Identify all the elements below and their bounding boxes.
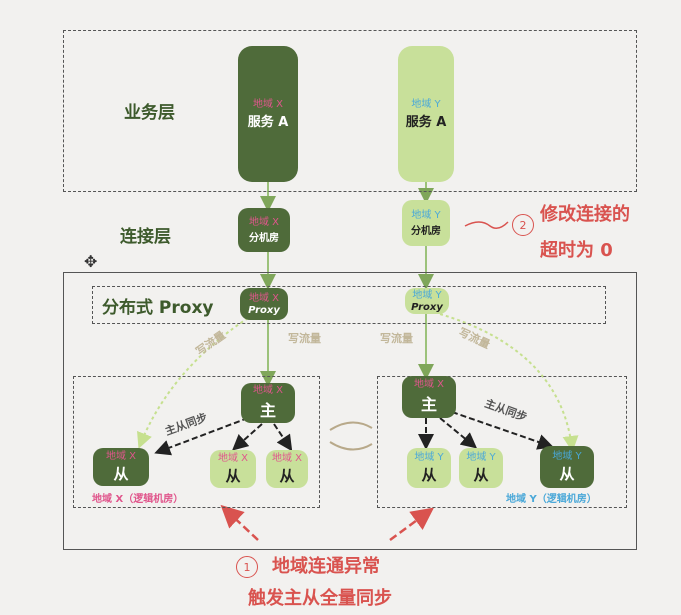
connection-node-x: 地域 X 分机房 xyxy=(238,208,290,252)
annotation2-squiggle xyxy=(464,221,509,229)
slave-label: 从 xyxy=(559,464,575,483)
annotation1-line1: 地域连通异常 xyxy=(272,556,380,577)
service-name: 服务 A xyxy=(247,114,289,130)
region-label: 地域 X xyxy=(248,292,280,304)
region-label: 地域 X xyxy=(248,216,280,228)
flow-dotted-right xyxy=(439,313,579,452)
slave-label: 从 xyxy=(473,465,489,484)
proxy-node-x: 地域 X Proxy xyxy=(240,288,288,320)
region-label: 地域 Y xyxy=(412,289,442,301)
region-label: 地域 Y xyxy=(466,451,496,463)
annotation1-line2: 触发主从全量同步 xyxy=(248,588,392,609)
annotation2-line1: 修改连接的 xyxy=(540,204,630,225)
connection-node-y: 地域 Y 分机房 xyxy=(402,200,450,246)
service-a-region-x: 地域 X 服务 A xyxy=(238,46,298,182)
master-node-y: 地域 X 主 xyxy=(402,376,456,418)
flow-dotted-left xyxy=(137,317,249,449)
write-flow-label-2: 写流量 xyxy=(288,332,321,345)
region-label: 地域 Y xyxy=(552,450,582,462)
master-node-x: 地域 X 主 xyxy=(241,383,295,423)
slave-label: 从 xyxy=(225,466,241,485)
region-label: 地域 X xyxy=(105,450,137,462)
slave-node-y-3: 地域 Y 从 xyxy=(540,446,594,488)
region-label: 地域 X xyxy=(413,379,445,390)
sync-y-3 xyxy=(451,411,554,450)
sync-x-3 xyxy=(273,423,293,452)
cluster-x-footer: 地域 X（逻辑机房） xyxy=(92,494,184,505)
region-label: 地域 Y xyxy=(414,451,444,463)
slave-node-x-3: 地域 X 从 xyxy=(266,450,308,488)
node-name: 分机房 xyxy=(249,232,279,244)
proxy-node-y: 地域 Y Proxy xyxy=(405,288,449,314)
slave-label: 从 xyxy=(113,464,129,483)
annotation1-badge: 1 xyxy=(236,556,258,578)
annotation2-line2: 超时为 0 xyxy=(540,240,613,261)
red-arrow-right xyxy=(389,507,435,542)
cross-arrow-top xyxy=(329,421,373,431)
region-label: 地域 X xyxy=(271,452,303,464)
region-label: 地域 Y xyxy=(411,209,441,221)
slave-node-y-1: 地域 Y 从 xyxy=(407,448,451,488)
slave-node-x-2: 地域 X 从 xyxy=(210,450,256,488)
region-label: 地域 Y xyxy=(411,98,441,110)
node-name: Proxy xyxy=(411,301,443,313)
service-name: 服务 A xyxy=(405,114,447,130)
business-layer-box xyxy=(63,30,637,192)
slave-label: 从 xyxy=(421,465,437,484)
cluster-y-footer: 地域 Y（逻辑机房） xyxy=(506,494,597,505)
cursor-icon: ✥ xyxy=(84,252,98,271)
annotation2-badge: 2 xyxy=(512,214,534,236)
cross-arrow-bottom xyxy=(329,441,373,451)
slave-node-y-2: 地域 Y 从 xyxy=(459,448,503,488)
service-a-region-y: 地域 Y 服务 A xyxy=(398,46,454,182)
connection-layer-label: 连接层 xyxy=(120,227,171,247)
red-arrow-left xyxy=(220,504,259,541)
sync-x-1 xyxy=(154,417,249,456)
cluster-y-box xyxy=(377,376,627,508)
sync-x-2 xyxy=(232,423,263,451)
proxy-layer-box xyxy=(92,286,606,324)
node-name: Proxy xyxy=(248,304,280,316)
slave-label: 从 xyxy=(279,466,295,485)
cluster-x-box xyxy=(73,376,320,508)
region-label: 地域 X xyxy=(217,452,249,464)
annotation1-number: 1 xyxy=(243,560,251,574)
business-layer-label: 业务层 xyxy=(124,103,175,123)
proxy-layer-label: 分布式 Proxy xyxy=(102,298,214,318)
sync-y-2 xyxy=(439,417,478,449)
slave-node-x-1: 地域 X 从 xyxy=(93,448,149,486)
node-name: 分机房 xyxy=(411,225,441,237)
annotation2-number: 2 xyxy=(519,218,527,232)
master-label: 主 xyxy=(420,395,437,414)
region-label: 地域 X xyxy=(252,385,284,396)
region-label: 地域 X xyxy=(252,98,284,110)
master-label: 主 xyxy=(259,401,276,420)
write-flow-label-3: 写流量 xyxy=(380,332,413,345)
proxy-region-box xyxy=(63,272,637,550)
